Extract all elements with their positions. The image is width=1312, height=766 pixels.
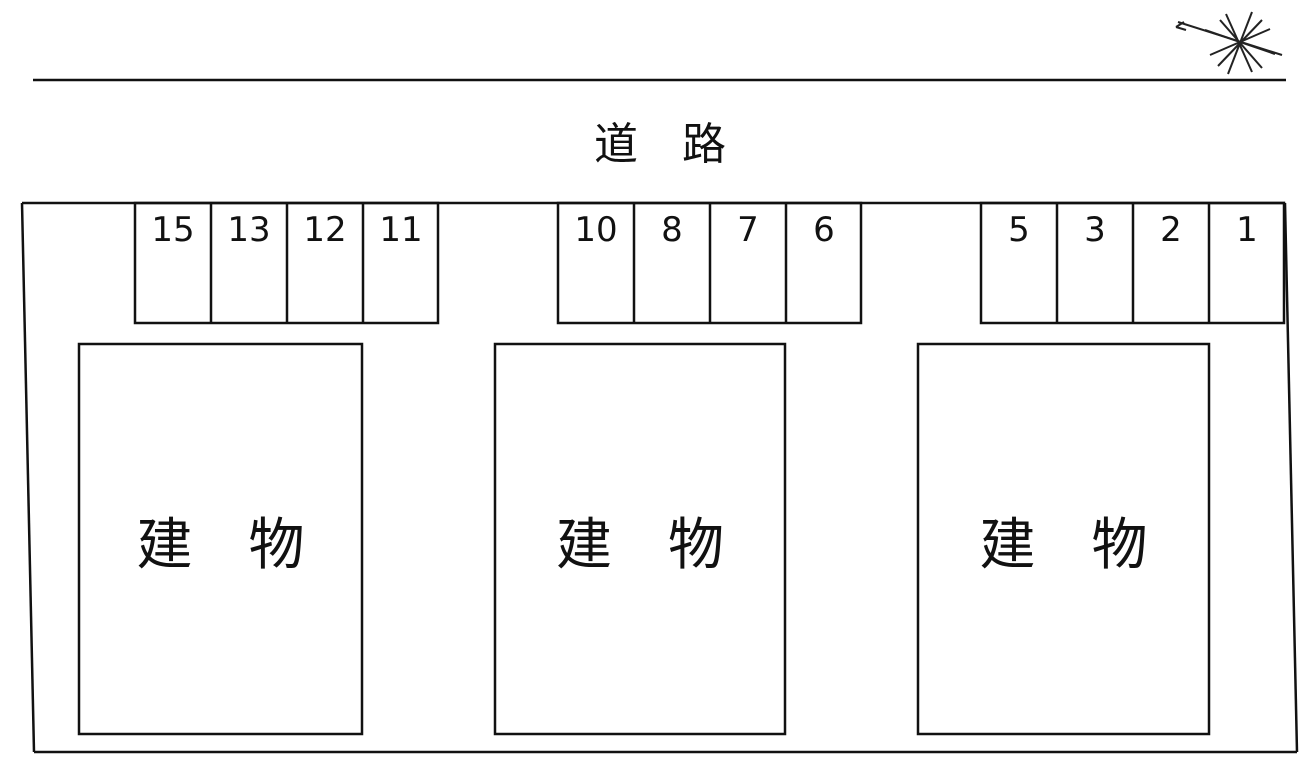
building-center-label: 建 物 <box>556 513 724 578</box>
parking-group-east <box>979 201 1286 325</box>
parking-slot-13: 13 <box>227 210 271 250</box>
road-label: 道 路 <box>594 119 726 170</box>
parking-slot-5: 5 <box>1008 210 1030 250</box>
building-west <box>77 342 364 736</box>
building-center <box>493 342 787 736</box>
parking-slot-7: 7 <box>737 210 759 250</box>
parking-slot-10: 10 <box>574 210 618 250</box>
building-west-label: 建 物 <box>136 513 305 578</box>
parking-slot-12: 12 <box>303 210 347 250</box>
north-arrow-compass-icon <box>1175 11 1283 75</box>
building-east <box>916 342 1211 736</box>
building-east-label: 建 物 <box>979 513 1148 578</box>
parking-group-west <box>133 201 440 325</box>
lot-boundary-right <box>1283 202 1299 753</box>
parking-slot-2: 2 <box>1160 210 1182 250</box>
parking-slot-15: 15 <box>151 210 195 250</box>
parking-slot-11: 11 <box>379 210 423 250</box>
parking-slot-6: 6 <box>813 210 835 250</box>
parking-slot-1: 1 <box>1236 210 1258 250</box>
lot-boundary-left <box>20 202 36 753</box>
parking-slot-3: 3 <box>1084 210 1106 250</box>
parking-group-center <box>556 201 863 325</box>
parking-slot-8: 8 <box>661 210 683 250</box>
